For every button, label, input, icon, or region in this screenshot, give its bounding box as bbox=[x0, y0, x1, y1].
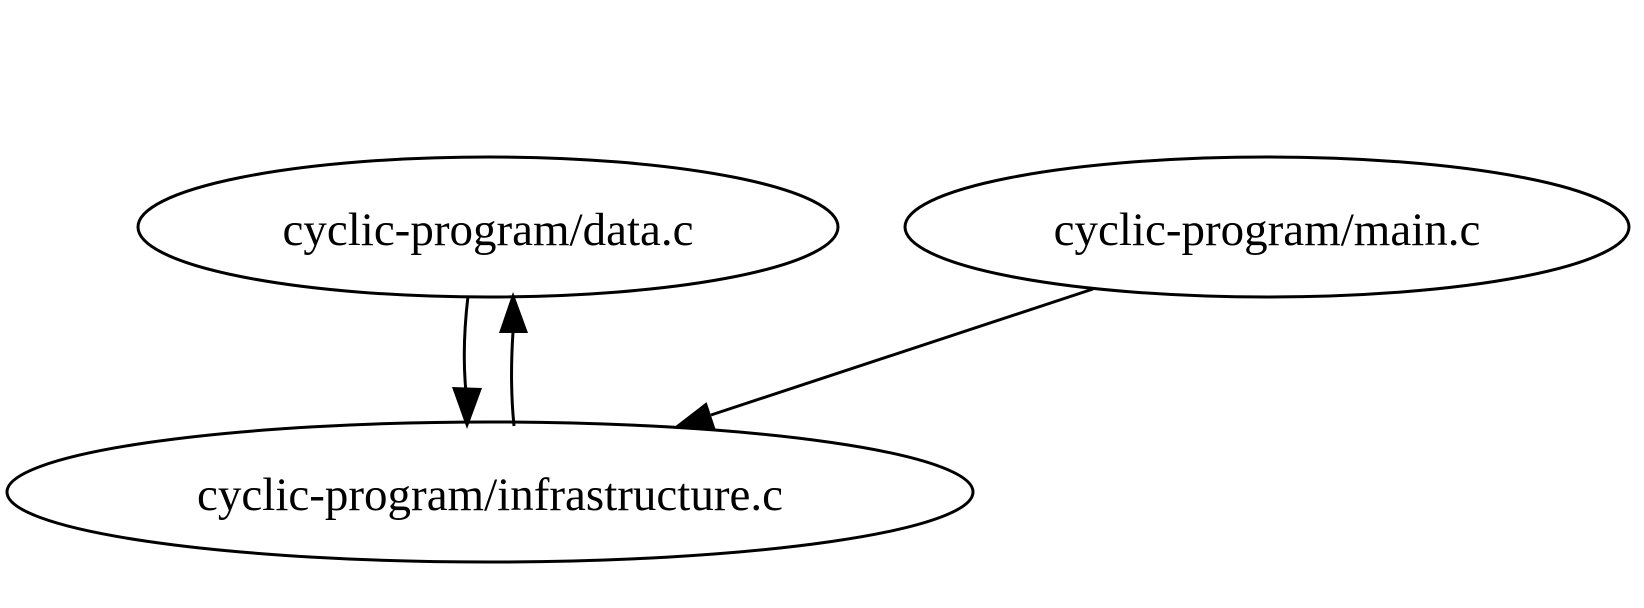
edge-data-to-infrastructure-line bbox=[462, 295, 470, 393]
edge-data-to-infrastructure-arrowhead-icon bbox=[452, 387, 482, 429]
node-data-c-label: cyclic-program/data.c bbox=[282, 204, 693, 256]
node-infrastructure-c: cyclic-program/infrastructure.c bbox=[5, 420, 975, 564]
edge-main-to-infrastructure-arrowhead-icon bbox=[673, 402, 716, 429]
edge-data-to-infrastructure bbox=[452, 295, 482, 429]
edge-infrastructure-to-data-line bbox=[510, 331, 516, 427]
edge-infrastructure-to-data-arrowhead-icon bbox=[499, 292, 528, 333]
node-data-c-ellipse bbox=[136, 155, 840, 299]
node-main-c-label: cyclic-program/main.c bbox=[1054, 204, 1481, 256]
node-main-c: cyclic-program/main.c bbox=[903, 155, 1631, 299]
node-main-c-ellipse bbox=[903, 155, 1631, 299]
edge-infrastructure-to-data bbox=[499, 292, 528, 427]
node-infrastructure-c-ellipse bbox=[5, 420, 975, 564]
edge-main-to-infrastructure-line bbox=[710, 287, 1094, 417]
node-infrastructure-c-label: cyclic-program/infrastructure.c bbox=[197, 469, 783, 521]
node-data-c: cyclic-program/data.c bbox=[136, 155, 840, 299]
edge-main-to-infrastructure bbox=[673, 287, 1094, 429]
